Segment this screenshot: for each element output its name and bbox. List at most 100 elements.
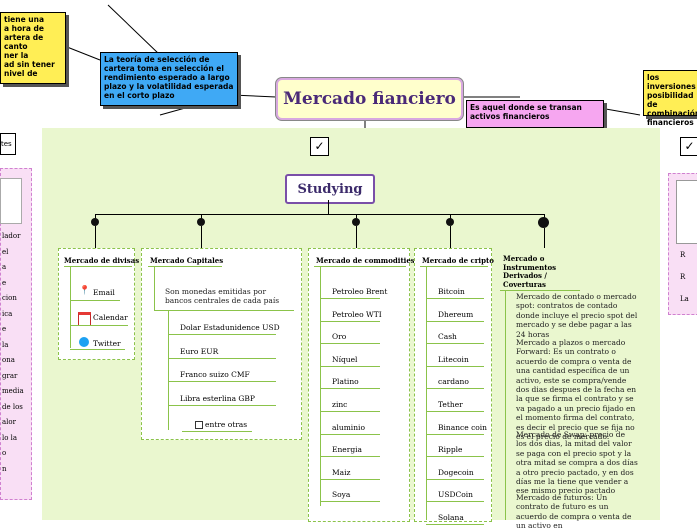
item-underline (70, 300, 120, 301)
tree-guide (505, 290, 506, 520)
right-node-box (676, 180, 697, 244)
commodities-item[interactable]: Níquel (332, 354, 358, 364)
cripto-item[interactable]: Dhereum (438, 309, 474, 319)
right-item: R (680, 273, 686, 281)
item-underline (320, 298, 380, 299)
item-underline (320, 411, 380, 412)
left-side-item: ona (2, 356, 15, 364)
branch-checkbox[interactable]: ✓ (310, 137, 329, 156)
item-underline (320, 433, 380, 435)
divisas-item[interactable]: Twitter (93, 339, 121, 348)
callout-portfolio-theory: La teoría de selección de cartera toma e… (100, 52, 238, 106)
cripto-item[interactable]: Ripple (438, 445, 463, 455)
branch-stem (356, 226, 357, 248)
capitales-item[interactable]: Franco suizo CMF (180, 370, 250, 379)
cripto-item[interactable]: Solana (438, 513, 464, 522)
column-cripto (414, 248, 492, 522)
checkbox-icon[interactable] (195, 421, 203, 429)
item-underline (168, 381, 276, 382)
left-side-item: la (2, 340, 9, 349)
cripto-item[interactable]: Tether (438, 400, 463, 409)
commodities-item[interactable]: Platino (332, 377, 359, 387)
commodities-item[interactable]: zinc (332, 400, 348, 409)
cripto-item[interactable]: Dogecoin (438, 467, 474, 477)
item-underline (426, 365, 484, 367)
item-underline (426, 411, 484, 412)
branch-stem (201, 226, 202, 248)
twitter-icon (79, 337, 89, 347)
branch-stem (95, 226, 96, 248)
tree-guide (70, 266, 71, 348)
left-side-item: a (2, 263, 7, 271)
commodities-item[interactable]: aluminio (332, 422, 365, 432)
commodities-item[interactable]: Petroleo Brent (332, 287, 388, 296)
column-title[interactable]: Mercado o Instrumentos Derivados / Cover… (503, 254, 557, 289)
item-underline (320, 343, 380, 345)
cripto-item[interactable]: Binance coin (438, 422, 488, 432)
item-underline (426, 433, 484, 435)
item-underline (426, 501, 484, 503)
cripto-item[interactable]: Bitcoin (438, 287, 465, 296)
column-title[interactable]: Mercado de divisas (64, 256, 140, 265)
item-underline (426, 478, 484, 480)
capitales-item[interactable]: Euro EUR (180, 346, 219, 356)
callout-definition: Es aquel donde se transan activos financ… (466, 100, 604, 128)
item-underline (320, 320, 380, 322)
item-underline (320, 501, 380, 503)
left-edge-checkbox-label[interactable]: tes (0, 133, 16, 155)
hub-node[interactable]: Studying (285, 174, 375, 204)
pin-icon: 📍 (79, 286, 91, 296)
column-commodities (308, 248, 410, 522)
central-topic[interactable]: Mercado fianciero (276, 78, 463, 120)
commodities-item[interactable]: Soya (332, 490, 351, 500)
left-side-item: lo la (2, 433, 18, 442)
item-underline (168, 357, 276, 359)
branch-node-dot[interactable] (197, 218, 205, 226)
tree-guide (426, 266, 427, 520)
commodities-item[interactable]: Energia (332, 445, 362, 455)
callout-top-left: tiene una a hora de artera de canto ner … (0, 12, 66, 84)
derivados-paragraph: Mercado de futuros: Un contrato de futur… (516, 493, 632, 531)
title-underline (314, 266, 406, 267)
branch-stem (544, 228, 545, 248)
cripto-item[interactable]: Litecoin (438, 354, 469, 364)
derivados-paragraph: Mercado de contado o mercado spot: contr… (516, 292, 638, 339)
left-side-item: alor (2, 418, 16, 426)
title-underline (420, 266, 488, 267)
capitales-item[interactable]: Libra esterlina GBP (180, 393, 255, 403)
item-underline (426, 343, 484, 345)
item-underline (426, 524, 484, 525)
item-underline (426, 456, 484, 458)
item-underline (182, 431, 252, 432)
branch-node-dot[interactable] (352, 218, 360, 226)
branch-node-dot[interactable] (91, 218, 99, 226)
derivados-paragraph: Mercado a plazos o mercado Forward: Es u… (516, 338, 637, 442)
divisas-item[interactable]: Email (93, 288, 115, 297)
item-underline (154, 310, 294, 311)
item-underline (320, 365, 380, 367)
title-underline (64, 266, 132, 267)
branch-node-dot[interactable] (446, 218, 454, 226)
column-title[interactable]: Mercado Capitales (150, 256, 224, 265)
column-capitales (141, 248, 302, 440)
cripto-item[interactable]: Cash (438, 332, 457, 342)
cripto-item[interactable]: USDCoin (438, 490, 473, 500)
tree-guide (320, 266, 321, 506)
item-underline (168, 334, 276, 335)
left-side-item: lador (2, 232, 21, 240)
capitales-item[interactable]: Dolar Estadunidence USD (180, 323, 280, 332)
commodities-item[interactable]: Oro (332, 332, 347, 342)
item-underline (70, 325, 128, 326)
left-side-item: e (2, 325, 7, 333)
divisas-item[interactable]: Calendar (93, 313, 128, 322)
left-side-item: n (2, 464, 7, 473)
column-title[interactable]: Mercado de cripto (422, 256, 494, 265)
right-checkbox[interactable]: ✓ (680, 137, 697, 156)
commodities-item[interactable]: Maiz (332, 467, 351, 477)
column-title[interactable]: Mercado de commodities (316, 256, 415, 265)
item-underline (168, 404, 276, 406)
branch-node-dot[interactable] (538, 217, 549, 228)
entre-otras-label: entre otras (205, 420, 248, 429)
commodities-item[interactable]: Petroleo WTI (332, 309, 382, 319)
cripto-item[interactable]: cardano (438, 377, 469, 387)
